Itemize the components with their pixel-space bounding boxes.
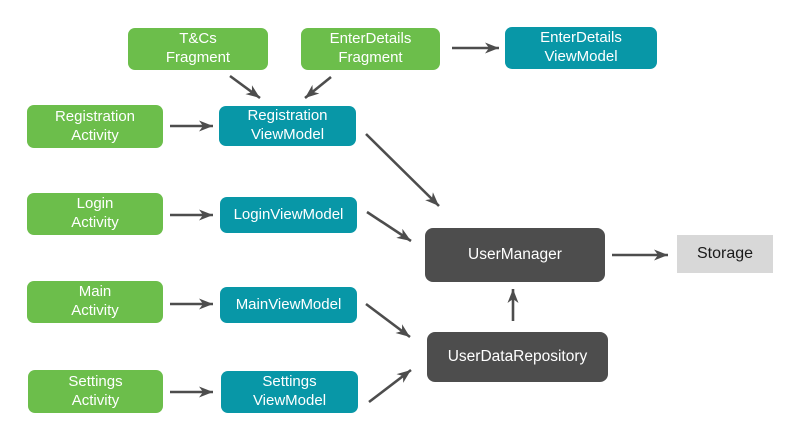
arrow-tcs-fragment-to-registration-viewmodel — [229, 74, 261, 100]
arrow-settings-viewmodel-to-user-data-repository — [368, 368, 412, 404]
node-storage: Storage — [677, 235, 773, 273]
arrow-main-viewmodel-to-user-data-repository — [365, 302, 411, 339]
node-tcs-fragment: T&Cs Fragment — [128, 28, 268, 70]
node-user-manager: UserManager — [425, 228, 605, 282]
arrow-enterdetails-fragment-to-registration-viewmodel — [304, 75, 332, 100]
node-settings-activity: Settings Activity — [28, 370, 163, 413]
arrow-login-viewmodel-to-user-manager — [366, 210, 412, 243]
node-settings-viewmodel: Settings ViewModel — [221, 371, 358, 413]
node-main-activity: Main Activity — [27, 281, 163, 323]
node-login-activity: Login Activity — [27, 193, 163, 235]
node-login-viewmodel: LoginViewModel — [220, 197, 357, 233]
node-enterdetails-viewmodel: EnterDetails ViewModel — [505, 27, 657, 69]
node-main-viewmodel: MainViewModel — [220, 287, 357, 323]
node-enterdetails-fragment: EnterDetails Fragment — [301, 28, 440, 70]
node-registration-viewmodel: Registration ViewModel — [219, 106, 356, 146]
arrow-registration-viewmodel-to-user-manager — [365, 133, 440, 207]
node-user-data-repository: UserDataRepository — [427, 332, 608, 382]
node-registration-activity: Registration Activity — [27, 105, 163, 148]
